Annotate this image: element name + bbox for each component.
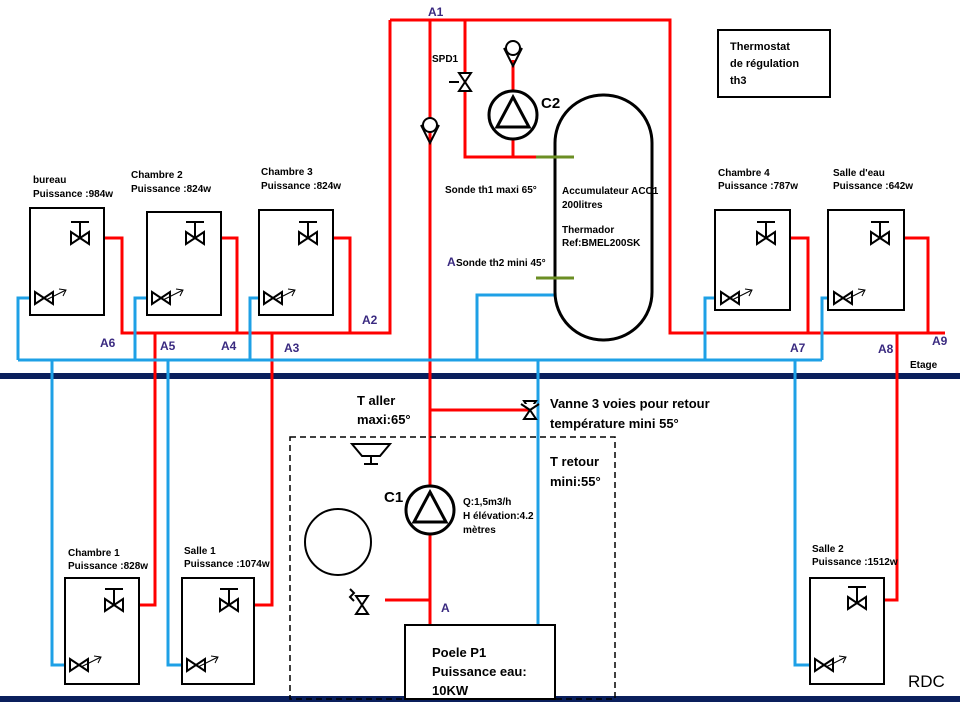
- pump-c1-icon: [404, 484, 456, 536]
- pump-c1-flow: Q:1,5m3/h: [463, 497, 511, 508]
- accumulator-label: Accumulateur ACC1: [562, 186, 659, 197]
- t-retour-label: T retour: [550, 454, 599, 469]
- level-label-rdc: RDC: [908, 672, 945, 691]
- poele-box: [404, 624, 556, 700]
- thermometer-icon: [349, 443, 393, 465]
- vanne-3-voies-detail: température mini 55°: [550, 416, 679, 431]
- radiator-power: Puissance :828w: [68, 561, 148, 572]
- return-pipes: [16, 293, 828, 667]
- thermostat-label: Thermostat: [730, 41, 790, 53]
- node-label: A5: [160, 339, 176, 353]
- radiator-salle-1: [181, 577, 255, 685]
- radiator-name: Chambre 4: [718, 168, 770, 179]
- radiator-power: Puissance :984w: [33, 189, 113, 200]
- poele-power-value: 10KW: [432, 683, 469, 698]
- accumulator-ref: Ref:BMEL200SK: [562, 238, 641, 249]
- node-label: A: [447, 255, 456, 269]
- check-valve-icon: [420, 117, 440, 146]
- supply-pipes: [104, 18, 945, 625]
- radiator-power: Puissance :787w: [718, 181, 798, 192]
- radiator-name: Salle d'eau: [833, 168, 885, 179]
- radiator-salle-2: [809, 577, 885, 685]
- t-aller-value: maxi:65°: [357, 412, 411, 427]
- spd-valve-icon: [449, 72, 472, 92]
- node-label: A9: [932, 334, 948, 348]
- vanne-3-voies-label: Vanne 3 voies pour retour: [550, 396, 710, 411]
- radiator-power: Puissance :1512w: [812, 557, 898, 568]
- node-label: A6: [100, 336, 116, 350]
- thermostat-label: de régulation: [730, 58, 799, 70]
- radiator-power: Puissance :1074w: [184, 559, 270, 570]
- node-label: A1: [428, 5, 444, 19]
- differential-valve-icon: [348, 588, 369, 615]
- poele-power-label: Puissance eau:: [432, 664, 527, 679]
- radiator-chambre-4: [714, 209, 791, 311]
- radiator-name: Chambre 2: [131, 170, 183, 181]
- node-label: A2: [362, 313, 378, 327]
- accumulator-tank: [553, 93, 654, 342]
- pump-c1-label: C1: [384, 489, 403, 506]
- radiator-salle-deau: [827, 209, 905, 311]
- radiator-power: Puissance :642w: [833, 181, 913, 192]
- expansion-vessel: [304, 508, 372, 576]
- level-label-etage: Etage: [910, 360, 938, 371]
- node-label: A8: [878, 342, 894, 356]
- radiator-name: Salle 1: [184, 546, 216, 557]
- pump-c1-head-unit: mètres: [463, 525, 496, 536]
- radiator-bureau: [29, 207, 105, 316]
- thermostat-label: th3: [730, 75, 747, 87]
- radiator-name: bureau: [33, 175, 66, 186]
- pump-c2-icon: [487, 89, 539, 141]
- check-valve-icon: [503, 40, 523, 69]
- accumulator-brand: Thermador: [562, 225, 614, 236]
- radiator-chambre-3: [258, 209, 334, 316]
- radiator-name: Chambre 3: [261, 167, 313, 178]
- radiator-name: Salle 2: [812, 544, 844, 555]
- node-label: A3: [284, 341, 300, 355]
- thermostat-box: [717, 29, 831, 98]
- t-aller-label: T aller: [357, 393, 395, 408]
- pump-c1-head: H élévation:4.2: [463, 511, 534, 522]
- radiator-power: Puissance :824w: [131, 184, 211, 195]
- t-retour-value: mini:55°: [550, 474, 601, 489]
- pump-c2-label: C2: [541, 95, 560, 112]
- radiator-name: Chambre 1: [68, 548, 120, 559]
- radiator-power: Puissance :824w: [261, 181, 341, 192]
- radiator-chambre-2: [146, 211, 222, 316]
- accumulator-capacity: 200litres: [562, 200, 603, 211]
- node-label: A4: [221, 339, 237, 353]
- three-way-valve-icon: [520, 400, 540, 420]
- boiler-room-area: [289, 436, 616, 700]
- spd-label: SPD1: [432, 54, 459, 65]
- sonde-th2-label: Sonde th2 mini 45°: [456, 258, 546, 269]
- radiator-chambre-1: [64, 577, 140, 685]
- sonde-th1-label: Sonde th1 maxi 65°: [445, 185, 537, 196]
- poele-label: Poele P1: [432, 645, 486, 660]
- node-label: A7: [790, 341, 806, 355]
- node-label: A: [441, 601, 450, 615]
